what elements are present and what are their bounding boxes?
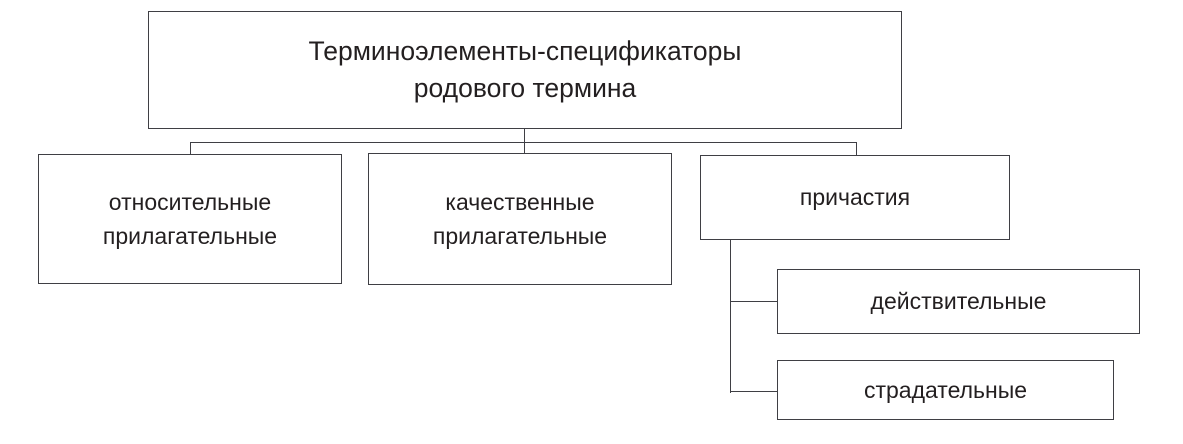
connector-root-stub <box>524 128 526 143</box>
connector-drop-relative <box>190 142 192 156</box>
node-participles-label: причастия <box>799 184 911 211</box>
connector-horizontal-bus <box>190 142 857 144</box>
node-relative-adjectives: относительные прилагательные <box>38 154 342 284</box>
node-passive-participles-label: страдательные <box>863 376 1028 403</box>
connector-elbow-passive <box>730 391 778 393</box>
connector-drop-participles <box>856 142 858 157</box>
node-qualitative-adjectives-label: качественные прилагательные <box>432 188 608 249</box>
connector-elbow-active <box>730 301 778 303</box>
connector-participles-spine <box>730 240 732 393</box>
node-passive-participles: страдательные <box>777 360 1114 420</box>
node-participles: причастия <box>700 155 1010 240</box>
connector-drop-qualitative <box>524 142 526 155</box>
node-qualitative-adjectives: качественные прилагательные <box>368 153 672 285</box>
node-relative-adjectives-label: относительные прилагательные <box>102 188 278 249</box>
node-root-term-specifiers: Терминоэлементы-спецификаторы родового т… <box>148 11 902 129</box>
node-active-participles-label: действительные <box>870 288 1047 315</box>
node-active-participles: действительные <box>777 269 1140 334</box>
node-root-label: Терминоэлементы-спецификаторы родового т… <box>308 36 742 103</box>
